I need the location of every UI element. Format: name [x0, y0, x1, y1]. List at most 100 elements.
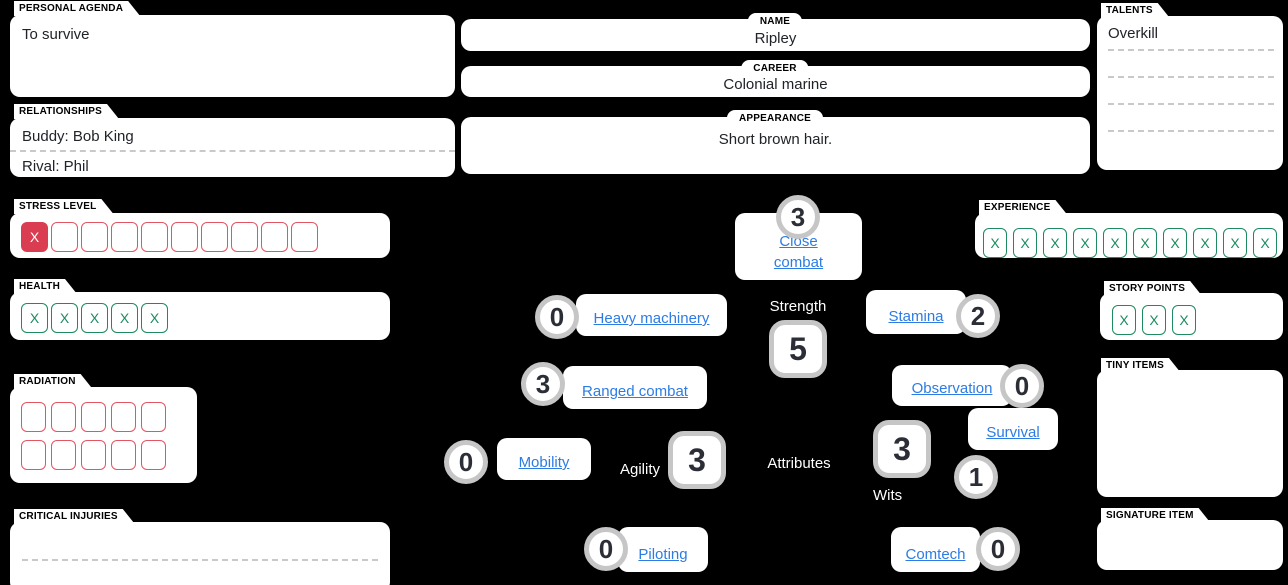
experience-checkbox[interactable]: X [1163, 228, 1187, 258]
skill-survival-value[interactable]: 1 [954, 455, 998, 499]
experience-checkbox[interactable]: X [1043, 228, 1067, 258]
experience-checkbox[interactable]: X [1133, 228, 1157, 258]
skill-stamina-box: Stamina [866, 290, 966, 334]
skill-heavy-machinery-link[interactable]: Heavy machinery [593, 310, 710, 327]
tiny-items-box[interactable] [1097, 370, 1283, 497]
skill-mobility-link[interactable]: Mobility [518, 454, 570, 471]
skill-piloting-box: Piloting [618, 527, 708, 572]
radiation-label: RADIATION [14, 374, 93, 389]
health-checkbox[interactable]: X [141, 303, 168, 333]
radiation-checkbox[interactable] [111, 402, 136, 432]
stress-checkbox[interactable] [171, 222, 198, 252]
personal-agenda-label: PERSONAL AGENDA [14, 1, 140, 16]
radiation-checkbox[interactable] [81, 440, 106, 470]
radiation-checkbox[interactable] [141, 402, 166, 432]
experience-checkbox[interactable]: X [1193, 228, 1217, 258]
story-point-checkbox[interactable]: X [1142, 305, 1166, 335]
divider [1108, 130, 1274, 132]
skill-stamina-value[interactable]: 2 [956, 294, 1000, 338]
signature-item-label: SIGNATURE ITEM [1101, 508, 1211, 523]
experience-checkbox[interactable]: X [1103, 228, 1127, 258]
stress-checkbox[interactable] [111, 222, 138, 252]
skill-ranged-combat-link[interactable]: Ranged combat [582, 383, 688, 400]
skill-comtech-value[interactable]: 0 [976, 527, 1020, 571]
radiation-checkbox[interactable] [21, 402, 46, 432]
relationship-row[interactable]: Rival: Phil [22, 157, 89, 175]
appearance-box[interactable]: Short brown hair. [461, 117, 1090, 174]
talents-label: TALENTS [1101, 3, 1170, 18]
experience-checkbox[interactable]: X [1013, 228, 1037, 258]
skill-observation-value[interactable]: 0 [1000, 364, 1044, 408]
appearance-label: APPEARANCE [726, 110, 824, 126]
radiation-checkbox[interactable] [21, 440, 46, 470]
skill-mobility-value[interactable]: 0 [444, 440, 488, 484]
tiny-items-label: TINY ITEMS [1101, 358, 1181, 373]
story-point-checkbox[interactable]: X [1172, 305, 1196, 335]
story-point-checkbox[interactable]: X [1112, 305, 1136, 335]
skill-comtech-link[interactable]: Comtech [905, 546, 966, 563]
name-value: Ripley [754, 30, 797, 47]
signature-item-box[interactable] [1097, 520, 1283, 570]
stress-checkbox[interactable] [141, 222, 168, 252]
attribute-agility-label: Agility [619, 461, 660, 478]
health-checkbox[interactable]: X [51, 303, 78, 333]
radiation-checkbox[interactable] [81, 402, 106, 432]
relationship-row[interactable]: Buddy: Bob King [10, 122, 455, 152]
skill-comtech-box: Comtech [891, 527, 980, 572]
stress-checkbox[interactable] [231, 222, 258, 252]
skill-survival-box: Survival [968, 408, 1058, 450]
skill-stamina-link[interactable]: Stamina [888, 308, 944, 325]
radiation-checkbox[interactable] [141, 440, 166, 470]
stress-checkbox-row: X [21, 222, 321, 252]
health-label: HEALTH [14, 279, 77, 294]
experience-checkbox[interactable]: X [983, 228, 1007, 258]
personal-agenda-box[interactable]: To survive [10, 15, 455, 97]
attribute-wits-value[interactable]: 3 [873, 420, 931, 478]
skill-survival-link[interactable]: Survival [986, 424, 1040, 441]
skill-ranged-combat-value[interactable]: 3 [521, 362, 565, 406]
attribute-strength-label: Strength [769, 298, 827, 315]
experience-checkbox[interactable]: X [1223, 228, 1247, 258]
skill-piloting-value[interactable]: 0 [584, 527, 628, 571]
career-value: Colonial marine [723, 76, 828, 93]
stress-checkbox[interactable]: X [21, 222, 48, 252]
talent-entry[interactable]: Overkill [1108, 25, 1159, 42]
name-label: NAME [747, 13, 803, 29]
stress-checkbox[interactable] [81, 222, 108, 252]
experience-label: EXPERIENCE [979, 200, 1067, 215]
experience-checkbox[interactable]: X [1073, 228, 1097, 258]
radiation-checkbox[interactable] [111, 440, 136, 470]
radiation-checkbox-row [21, 402, 171, 478]
divider [1108, 49, 1274, 51]
career-label: CAREER [741, 60, 809, 76]
stress-checkbox[interactable] [51, 222, 78, 252]
stress-checkbox[interactable] [261, 222, 288, 252]
skill-close-combat-value[interactable]: 3 [776, 195, 820, 239]
attribute-agility-value[interactable]: 3 [668, 431, 726, 489]
stress-checkbox[interactable] [201, 222, 228, 252]
relationships-box[interactable]: Buddy: Bob King Rival: Phil [10, 118, 455, 177]
attribute-wits-label: Wits [873, 487, 903, 504]
radiation-checkbox[interactable] [51, 402, 76, 432]
stress-level-label: STRESS LEVEL [14, 199, 113, 214]
skill-observation-link[interactable]: Observation [911, 380, 993, 397]
health-checkbox[interactable]: X [21, 303, 48, 333]
stress-checkbox[interactable] [291, 222, 318, 252]
critical-injuries-label: CRITICAL INJURIES [14, 509, 135, 524]
skill-mobility-box: Mobility [497, 438, 591, 480]
health-checkbox[interactable]: X [111, 303, 138, 333]
skill-ranged-combat-box: Ranged combat [563, 366, 707, 409]
radiation-checkbox[interactable] [51, 440, 76, 470]
health-checkbox[interactable]: X [81, 303, 108, 333]
skill-observation-box: Observation [892, 365, 1012, 406]
talents-box[interactable]: Overkill [1097, 16, 1283, 170]
experience-checkbox[interactable]: X [1253, 228, 1277, 258]
appearance-value: Short brown hair. [718, 131, 833, 148]
attribute-strength-value[interactable]: 5 [769, 320, 827, 378]
skill-heavy-machinery-box: Heavy machinery [576, 294, 727, 336]
critical-injuries-box[interactable] [10, 522, 390, 585]
skill-piloting-link[interactable]: Piloting [638, 546, 688, 563]
skill-heavy-machinery-value[interactable]: 0 [535, 295, 579, 339]
